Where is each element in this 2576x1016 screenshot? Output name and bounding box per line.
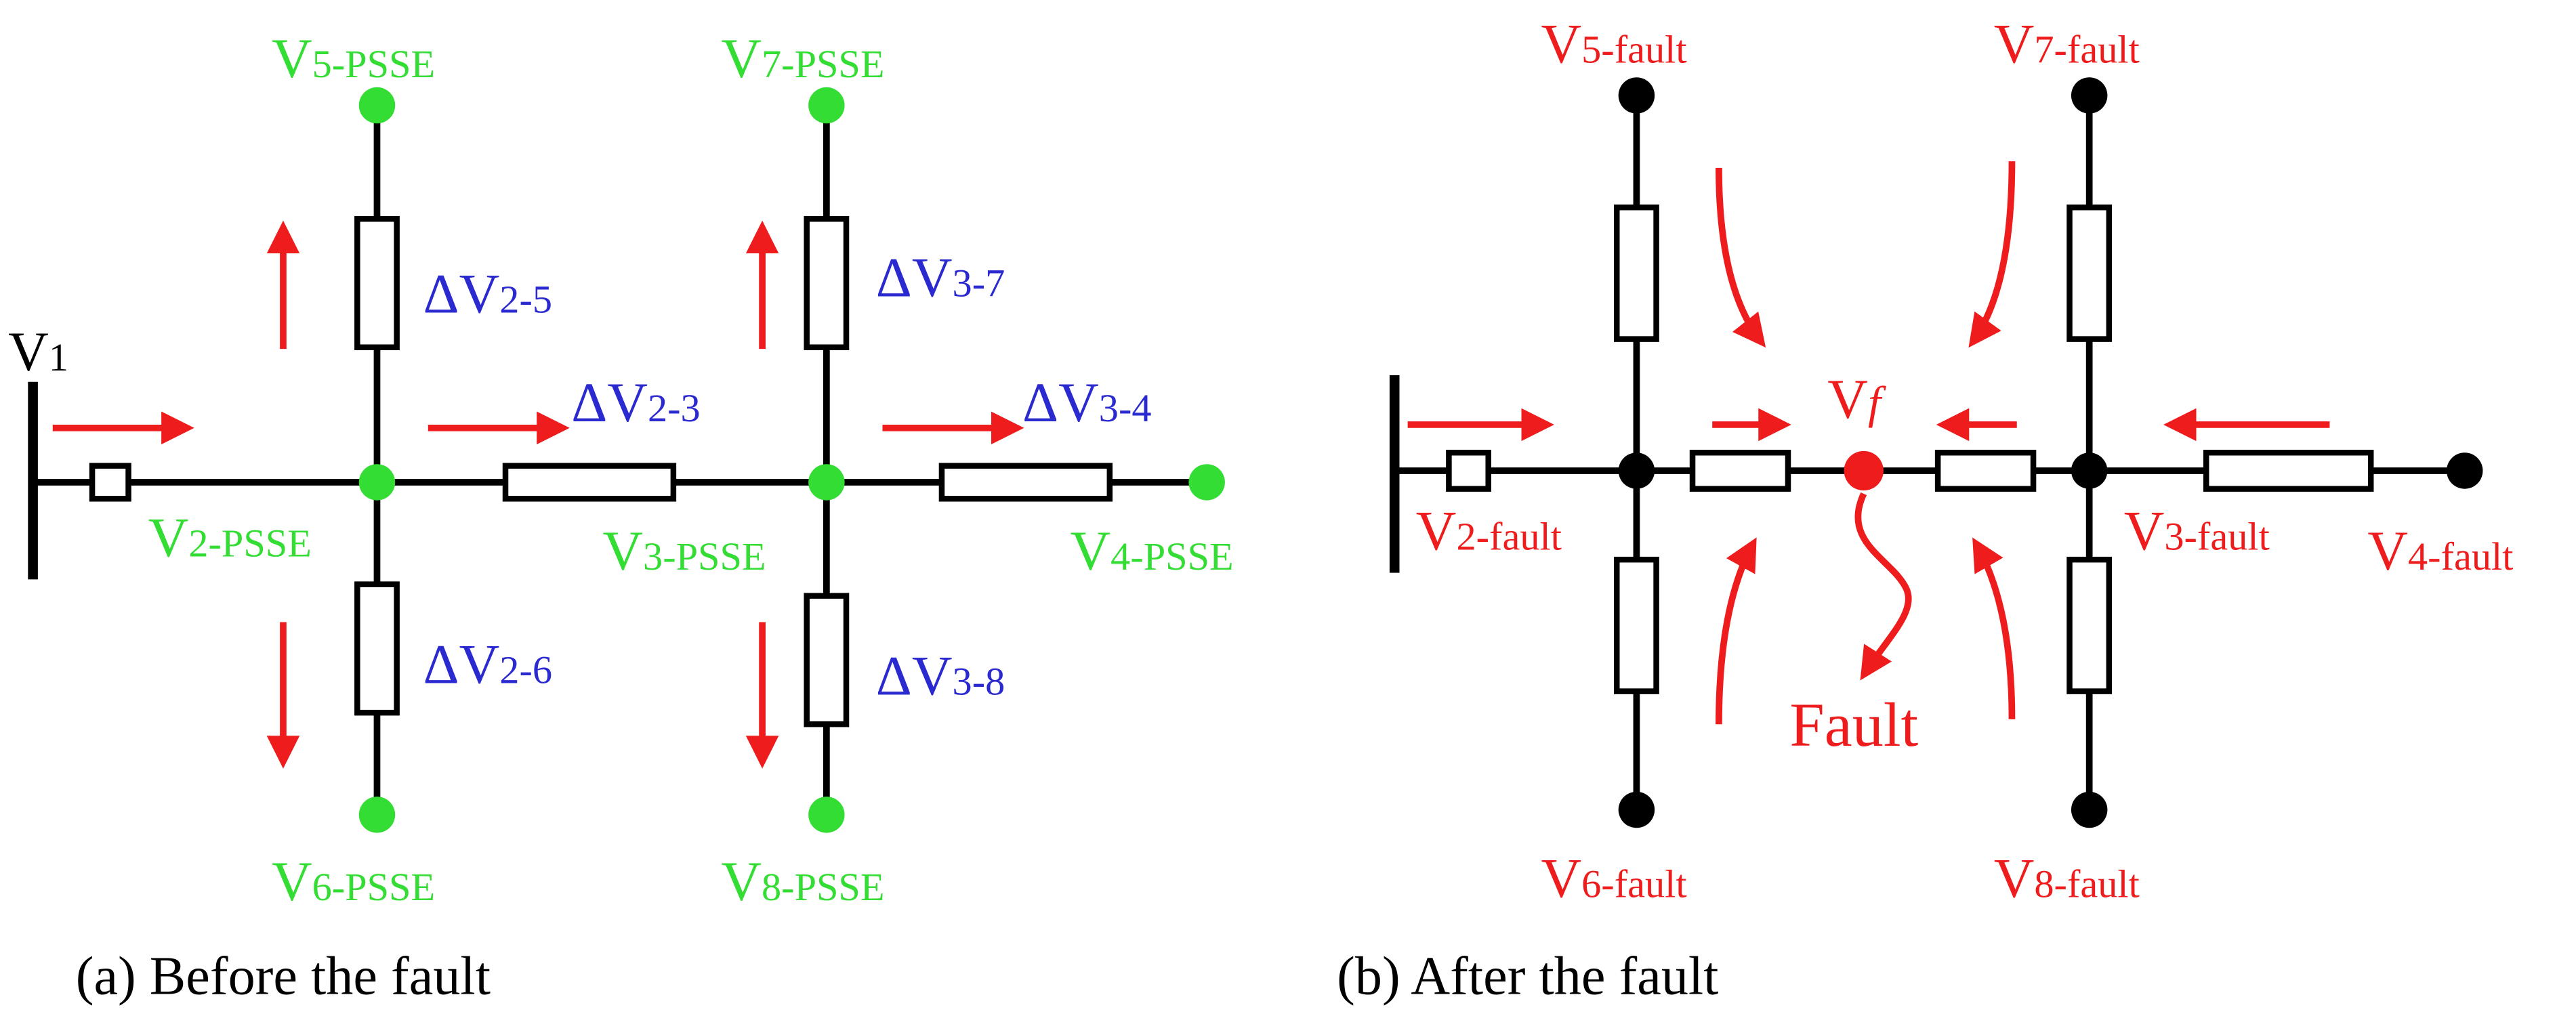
node-v5-b	[1618, 77, 1655, 114]
resistor-3-4-a	[938, 463, 1113, 502]
label-v4-psse: V4-PSSE	[1071, 520, 1234, 582]
curved-arrow-icon	[1716, 537, 1757, 725]
node-v8-a	[808, 797, 845, 833]
current-arrows-a	[52, 220, 1024, 769]
panel-b-after-fault: V5-fault V7-fault V2-fault V3-fault V4-f…	[1337, 12, 2513, 1006]
label-dv-3-4: ΔV3-4	[1022, 371, 1152, 433]
node-v4-a	[1188, 464, 1225, 501]
node-v5-a	[358, 87, 396, 124]
label-v3-fault: V3-fault	[2124, 500, 2270, 562]
caption-b: (b) After the fault	[1337, 947, 1718, 1007]
resistor-3-7-b	[2066, 204, 2113, 342]
panel-a-before-fault: V1 V5-PSSE V7-PSSE V2-PSSE V3-PSSE V4-PS…	[8, 27, 1234, 1007]
curved-arrow-icon	[1716, 167, 1766, 348]
caption-a: (a) Before the fault	[76, 947, 491, 1007]
label-v6-fault: V6-fault	[1541, 847, 1686, 909]
label-v2-fault: V2-fault	[1416, 500, 1562, 562]
node-v4-b	[2446, 452, 2483, 489]
label-v6-psse: V6-PSSE	[272, 850, 435, 912]
resistor-2-f-b	[1689, 449, 1791, 492]
curved-arrow-icon	[1968, 161, 2016, 348]
label-vf: Vf	[1827, 368, 1886, 430]
node-fault	[1844, 450, 1884, 491]
node-v8-b	[2071, 791, 2108, 828]
label-v7-psse: V7-PSSE	[721, 27, 884, 89]
resistor-3-4-b	[2203, 449, 2374, 492]
label-dv-3-8: ΔV3-8	[876, 644, 1005, 706]
node-v7-a	[808, 87, 845, 124]
node-v7-b	[2071, 77, 2108, 114]
resistor-3-8-a	[804, 593, 850, 727]
node-v6-a	[358, 797, 396, 833]
resistor-3-7-a	[804, 215, 850, 350]
resistor-3-8-b	[2066, 556, 2113, 694]
resistor-2-5-b	[1614, 204, 1659, 342]
resistor-2-6-b	[1614, 556, 1659, 694]
label-v7-fault: V7-fault	[1994, 12, 2140, 75]
label-v3-psse: V3-PSSE	[602, 520, 766, 582]
resistor-2-6-a	[354, 581, 400, 716]
current-arrows-b	[1407, 161, 2330, 725]
curved-arrow-icon	[1972, 537, 2016, 719]
label-v8-fault: V8-fault	[1994, 847, 2140, 909]
node-v6-b	[1618, 791, 1655, 828]
label-dv-2-5: ΔV2-5	[423, 263, 553, 325]
source-impedance-box-a	[89, 463, 131, 502]
node-v3-a	[808, 464, 845, 501]
label-dv-3-7: ΔV3-7	[876, 246, 1005, 308]
node-v2-a	[358, 464, 396, 501]
label-dv-2-6: ΔV2-6	[423, 633, 553, 695]
resistor-f-3-b	[1934, 449, 2037, 492]
fault-label: Fault	[1789, 690, 1918, 759]
label-v5-fault: V5-fault	[1541, 12, 1686, 75]
label-v1: V1	[8, 320, 68, 383]
fault-current-arrow-icon	[1854, 492, 1912, 681]
label-v4-fault: V4-fault	[2367, 520, 2513, 582]
resistor-2-3-a	[502, 463, 677, 502]
label-dv-2-3: ΔV2-3	[571, 371, 701, 433]
resistor-2-5-a	[354, 215, 400, 350]
node-v2-b	[1618, 452, 1655, 489]
label-v5-psse: V5-PSSE	[272, 27, 435, 89]
source-impedance-box-b	[1446, 449, 1491, 492]
label-v8-psse: V8-PSSE	[721, 850, 884, 912]
label-v2-psse: V2-PSSE	[148, 506, 312, 568]
node-v3-b	[2071, 452, 2108, 489]
